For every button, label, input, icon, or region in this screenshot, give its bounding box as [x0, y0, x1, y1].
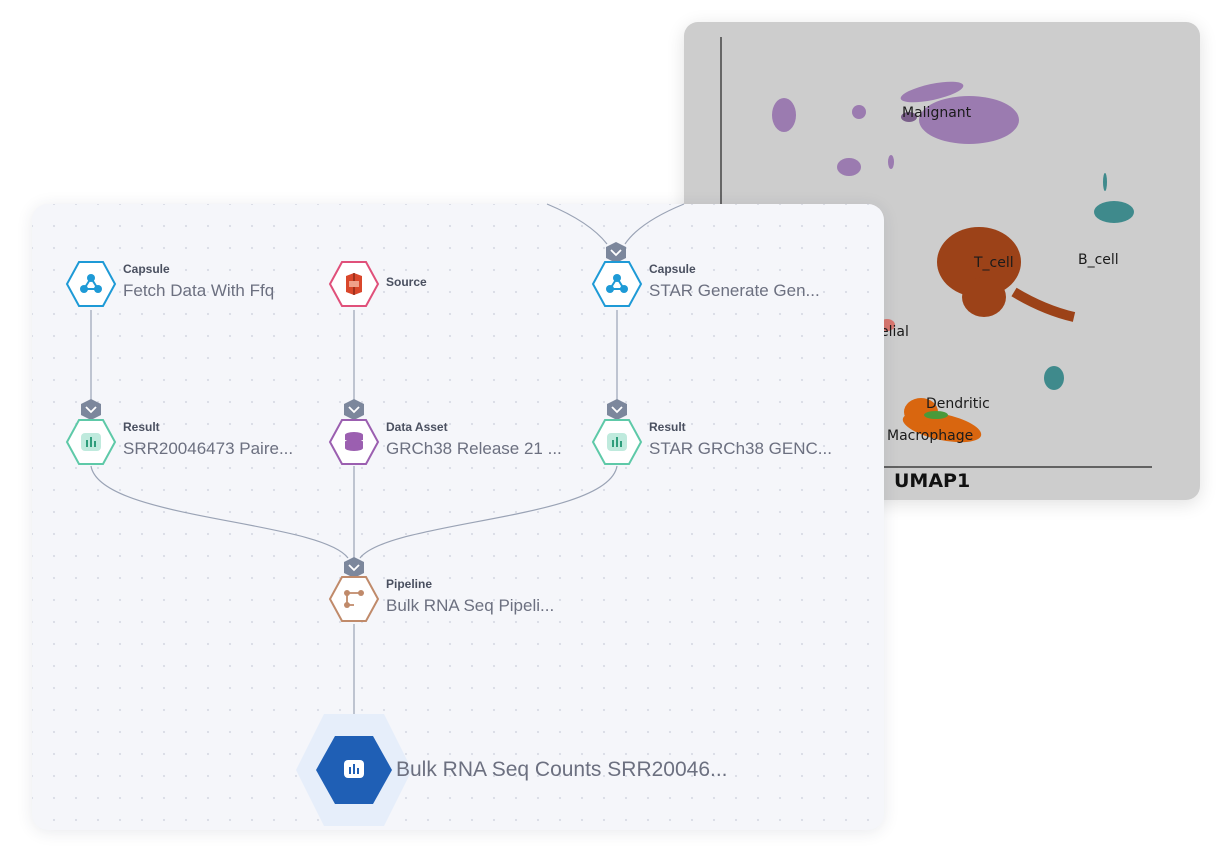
- output-node-title: Bulk RNA Seq Counts SRR20046...: [396, 758, 728, 781]
- node-title: STAR Generate Gen...: [649, 281, 820, 300]
- cluster-t-cell: [937, 227, 1076, 322]
- result-icon: [343, 758, 365, 785]
- node-type-label: Data Asset: [386, 420, 448, 434]
- label-macrophage: Macrophage: [887, 428, 973, 444]
- node-title: GRCh38 Release 21 ...: [386, 439, 562, 458]
- node-title: SRR20046473 Paire...: [123, 439, 294, 458]
- capsule-icon: [65, 260, 117, 308]
- umap-scatter: Malignant T_cell B_cell elial Dendritic …: [720, 37, 1152, 492]
- label-epithelial: elial: [880, 324, 909, 340]
- node-type-label: Capsule: [123, 262, 170, 276]
- label-b-cell: B_cell: [1078, 252, 1119, 268]
- label-dendritic: Dendritic: [926, 396, 990, 412]
- cluster-malignant: [772, 81, 1019, 176]
- chevron-down-icon[interactable]: [605, 241, 627, 263]
- node-title: Bulk RNA Seq Pipeli...: [386, 596, 555, 615]
- database-icon: [328, 418, 380, 466]
- result-icon: [65, 418, 117, 466]
- cluster-b-cell: [1044, 173, 1134, 390]
- label-t-cell: T_cell: [973, 255, 1014, 271]
- node-type-label: Pipeline: [386, 577, 433, 591]
- result-icon: [591, 418, 643, 466]
- chevron-down-icon[interactable]: [606, 398, 628, 420]
- x-axis-label: UMAP1: [894, 470, 970, 492]
- node-type-label: Capsule: [649, 262, 696, 276]
- node-type-label: Source: [386, 275, 427, 289]
- node-type-label: Result: [649, 420, 686, 434]
- node-output-counts[interactable]: Bulk RNA Seq Counts SRR20046...: [292, 710, 728, 835]
- label-malignant: Malignant: [902, 105, 972, 121]
- chevron-down-icon[interactable]: [343, 556, 365, 578]
- node-title: STAR GRCh38 GENC...: [649, 439, 832, 458]
- chevron-down-icon[interactable]: [80, 398, 102, 420]
- cluster-macrophage: [902, 398, 982, 443]
- aws-s3-icon: [328, 260, 380, 308]
- node-title: Fetch Data With Ffq: [123, 281, 275, 300]
- node-type-label: Result: [123, 420, 160, 434]
- pipeline-icon: [328, 575, 380, 623]
- capsule-icon: [591, 260, 643, 308]
- chevron-down-icon[interactable]: [343, 398, 365, 420]
